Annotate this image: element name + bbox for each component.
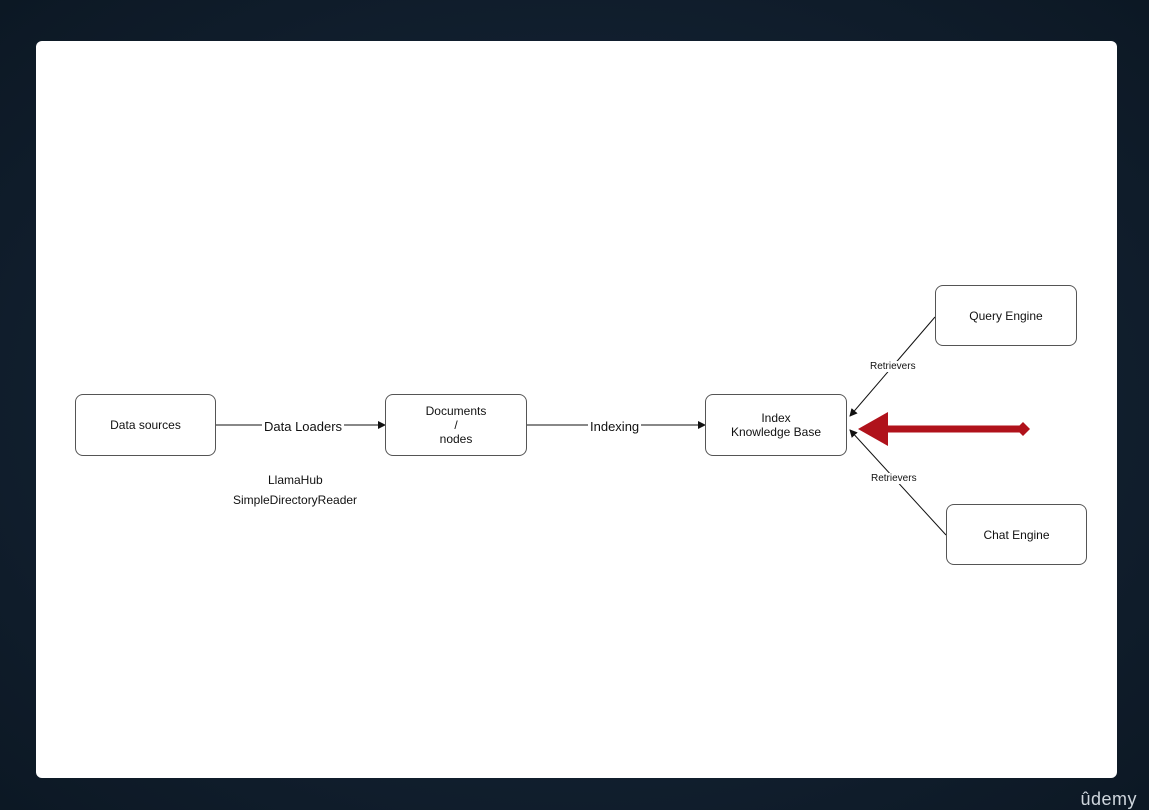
node-documents: Documents / nodes <box>385 394 527 456</box>
slide-canvas: Data sources Documents / nodes Index Kno… <box>36 41 1117 778</box>
note-llamahub: LlamaHub <box>268 473 323 487</box>
diagram-edges <box>216 316 1030 536</box>
node-data-sources: Data sources <box>75 394 216 456</box>
node-documents-line3: nodes <box>439 432 473 446</box>
node-query-engine: Query Engine <box>935 285 1077 346</box>
udemy-watermark: ûdemy <box>1080 789 1137 809</box>
edge-label-indexing: Indexing <box>588 419 642 434</box>
edge-label-retrievers-top: Retrievers <box>870 361 916 372</box>
node-index: Index Knowledge Base <box>705 394 847 456</box>
node-index-line2: Knowledge Base <box>730 425 822 439</box>
node-data-sources-label: Data sources <box>110 418 181 432</box>
note-simple-directory-reader: SimpleDirectoryReader <box>233 493 358 507</box>
node-chat-engine: Chat Engine <box>946 504 1087 565</box>
node-query-engine-label: Query Engine <box>969 308 1043 323</box>
edge-label-retrievers-bottom: Retrievers <box>871 473 917 484</box>
edge-label-data-loaders: Data Loaders <box>262 419 345 434</box>
node-chat-engine-label: Chat Engine <box>983 527 1050 542</box>
node-documents-line1: Documents <box>425 404 487 418</box>
node-documents-line2: / <box>454 418 458 432</box>
highlight-arrow <box>858 412 1030 446</box>
node-index-line1: Index <box>761 411 791 425</box>
